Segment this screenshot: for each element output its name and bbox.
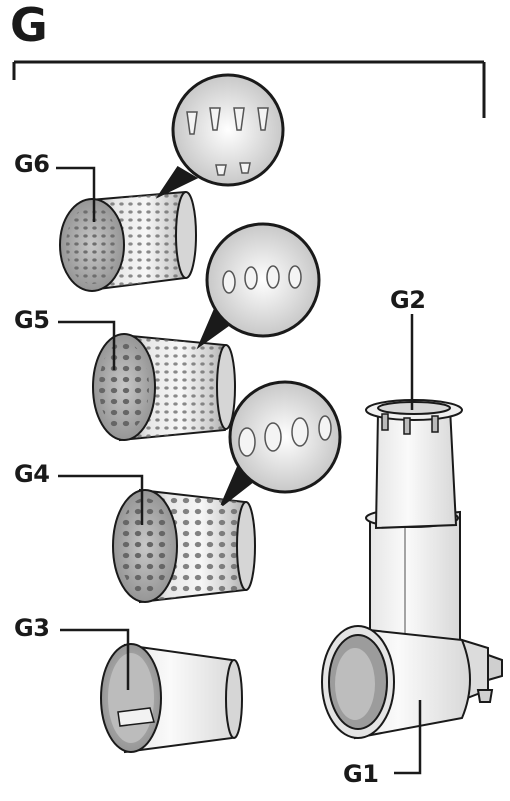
g6-leader bbox=[56, 166, 96, 222]
label-g5: G5 bbox=[14, 306, 50, 334]
section-letter: G bbox=[10, 0, 48, 52]
section-bracket bbox=[12, 60, 486, 118]
label-g1: G1 bbox=[343, 760, 379, 788]
g4-zoom-callout bbox=[220, 380, 342, 507]
g5-drum bbox=[92, 333, 236, 442]
label-g2: G2 bbox=[390, 286, 426, 314]
g3-drum bbox=[100, 643, 243, 754]
g5-zoom-callout bbox=[196, 222, 321, 350]
leader-lines bbox=[56, 166, 422, 775]
g3-leader bbox=[60, 628, 130, 690]
g6-drum bbox=[59, 190, 197, 292]
g1-leader bbox=[394, 700, 422, 775]
label-g3: G3 bbox=[14, 614, 50, 642]
g6-zoom-callout bbox=[155, 73, 285, 199]
label-g4: G4 bbox=[14, 460, 50, 488]
g4-drum bbox=[112, 488, 256, 604]
g5-leader bbox=[58, 320, 116, 370]
g4-leader bbox=[58, 474, 144, 525]
g1-shredder-body bbox=[321, 508, 503, 740]
g2-food-pusher bbox=[365, 399, 463, 530]
label-g6: G6 bbox=[14, 150, 50, 178]
